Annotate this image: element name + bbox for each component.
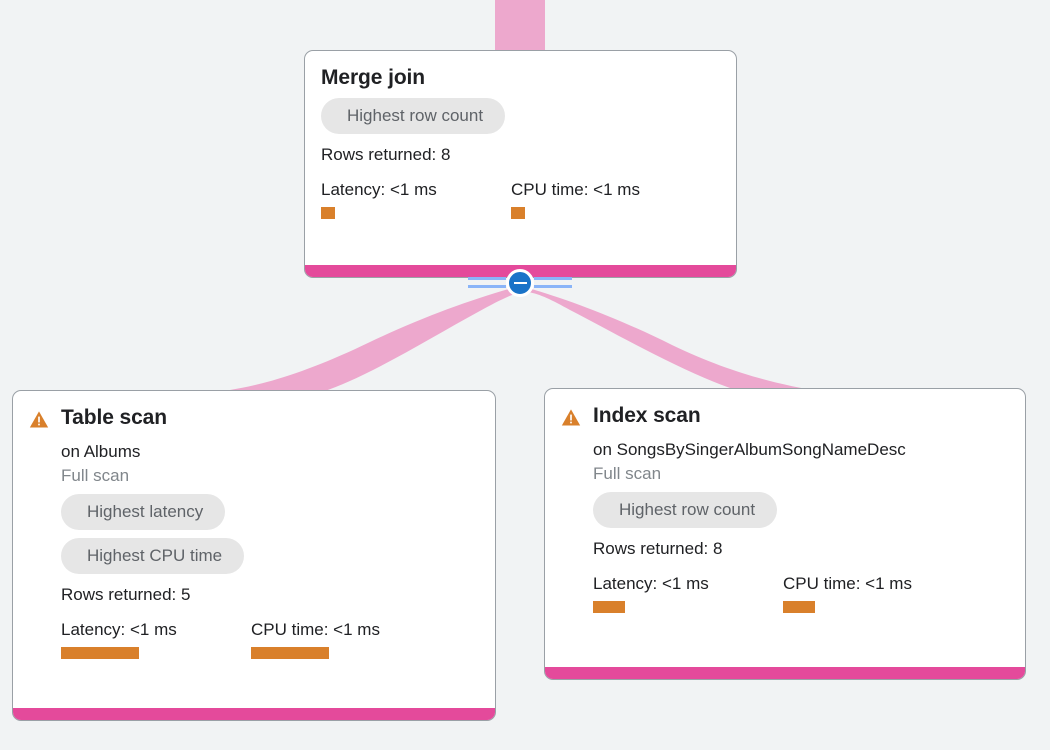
toggle-rail-left-bottom [468, 285, 506, 288]
node-table-scan[interactable]: Table scan on Albums Full scan Highest l… [12, 390, 496, 721]
table-scan-text-column: Table scan on Albums Full scan Highest l… [61, 405, 380, 659]
index-scan-title-row: Index scan on SongsBySingerAlbumSongName… [561, 403, 1009, 613]
merge-join-body: Merge join Highest row count Rows return… [305, 51, 736, 229]
merge-join-cpu-label: CPU time: <1 ms [511, 180, 640, 199]
merge-join-latency-bar [321, 207, 335, 219]
table-scan-cpu-label: CPU time: <1 ms [251, 620, 380, 639]
collapse-toggle-button[interactable] [506, 269, 534, 297]
table-scan-latency-bar [61, 647, 139, 659]
table-scan-rows-returned: Rows returned: 5 [61, 585, 191, 604]
table-scan-title: Table scan [61, 406, 167, 429]
edge-merge-join-to-table-scan [230, 288, 520, 392]
table-scan-chips: Highest latency Highest CPU time [61, 494, 380, 574]
merge-join-chips: Highest row count [321, 98, 720, 134]
index-scan-cpu-metric: CPU time: <1 ms [783, 574, 912, 613]
table-scan-subtitle: on Albums [61, 442, 141, 461]
table-scan-footer-bar [13, 708, 495, 720]
table-scan-body: Table scan on Albums Full scan Highest l… [13, 391, 495, 669]
index-scan-body: Index scan on SongsBySingerAlbumSongName… [545, 389, 1025, 623]
table-scan-latency-label: Latency: <1 ms [61, 620, 177, 639]
chip-highest-latency[interactable]: Highest latency [61, 494, 226, 530]
merge-join-title: Merge join [321, 66, 426, 89]
table-scan-title-row: Table scan on Albums Full scan Highest l… [29, 405, 479, 659]
chip-highest-row-count[interactable]: Highest row count [321, 98, 506, 134]
table-scan-metrics: Latency: <1 ms CPU time: <1 ms [61, 620, 380, 659]
minus-icon [513, 282, 527, 284]
merge-join-cpu-bar [511, 207, 525, 219]
index-scan-latency-label: Latency: <1 ms [593, 574, 709, 593]
table-scan-cpu-metric: CPU time: <1 ms [251, 620, 380, 659]
merge-join-text-column: Merge join [321, 65, 425, 91]
merge-join-latency-metric: Latency: <1 ms [321, 180, 511, 219]
toggle-rail-right-bottom [534, 285, 572, 288]
index-scan-metrics: Latency: <1 ms CPU time: <1 ms [593, 574, 912, 613]
toggle-rail-right-top [534, 277, 572, 280]
node-merge-join[interactable]: Merge join Highest row count Rows return… [304, 50, 737, 278]
warning-triangle-icon [561, 409, 581, 426]
index-scan-subtitle: on SongsBySingerAlbumSongNameDesc [593, 440, 906, 459]
table-scan-latency-metric: Latency: <1 ms [61, 620, 251, 659]
index-scan-cpu-bar [783, 601, 815, 613]
merge-join-cpu-metric: CPU time: <1 ms [511, 180, 640, 219]
merge-join-metrics: Latency: <1 ms CPU time: <1 ms [321, 180, 720, 219]
chip-highest-cpu-time[interactable]: Highest CPU time [61, 538, 245, 574]
index-scan-rows-returned: Rows returned: 8 [593, 539, 723, 558]
chip-highest-row-count[interactable]: Highest row count [593, 492, 778, 528]
collapse-toggle-group[interactable] [468, 269, 572, 297]
merge-join-latency-label: Latency: <1 ms [321, 180, 437, 199]
edge-parent-to-merge-join [495, 0, 545, 52]
index-scan-latency-bar [593, 601, 625, 613]
toggle-rail-left-top [468, 277, 506, 280]
warning-triangle-icon [29, 411, 49, 428]
node-index-scan[interactable]: Index scan on SongsBySingerAlbumSongName… [544, 388, 1026, 680]
table-scan-cpu-bar [251, 647, 329, 659]
edge-merge-join-to-index-scan [528, 288, 812, 392]
merge-join-rows-returned: Rows returned: 8 [321, 145, 451, 164]
index-scan-latency-metric: Latency: <1 ms [593, 574, 783, 613]
index-scan-footer-bar [545, 667, 1025, 679]
index-scan-chips: Highest row count [593, 492, 912, 528]
index-scan-text-column: Index scan on SongsBySingerAlbumSongName… [593, 403, 912, 613]
index-scan-scan-type: Full scan [593, 464, 662, 483]
index-scan-cpu-label: CPU time: <1 ms [783, 574, 912, 593]
table-scan-scan-type: Full scan [61, 466, 130, 485]
merge-join-title-row: Merge join [321, 65, 720, 91]
index-scan-title: Index scan [593, 404, 701, 427]
